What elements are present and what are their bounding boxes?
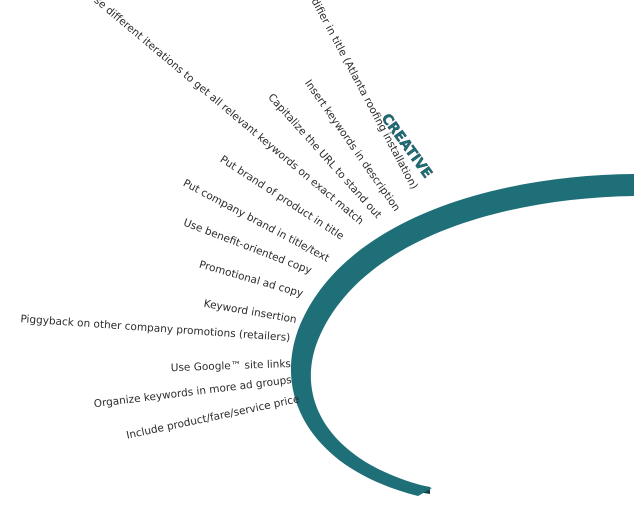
arc-band-side: [300, 174, 634, 494]
arc-band: [290, 174, 634, 496]
arc-band-front: [290, 174, 634, 496]
tip-label: Keyword insertion: [203, 298, 298, 326]
tips-group: Use local modifier in title (Atlanta roo…: [20, 0, 420, 442]
tip-label: Use Google™ site links: [171, 358, 292, 374]
